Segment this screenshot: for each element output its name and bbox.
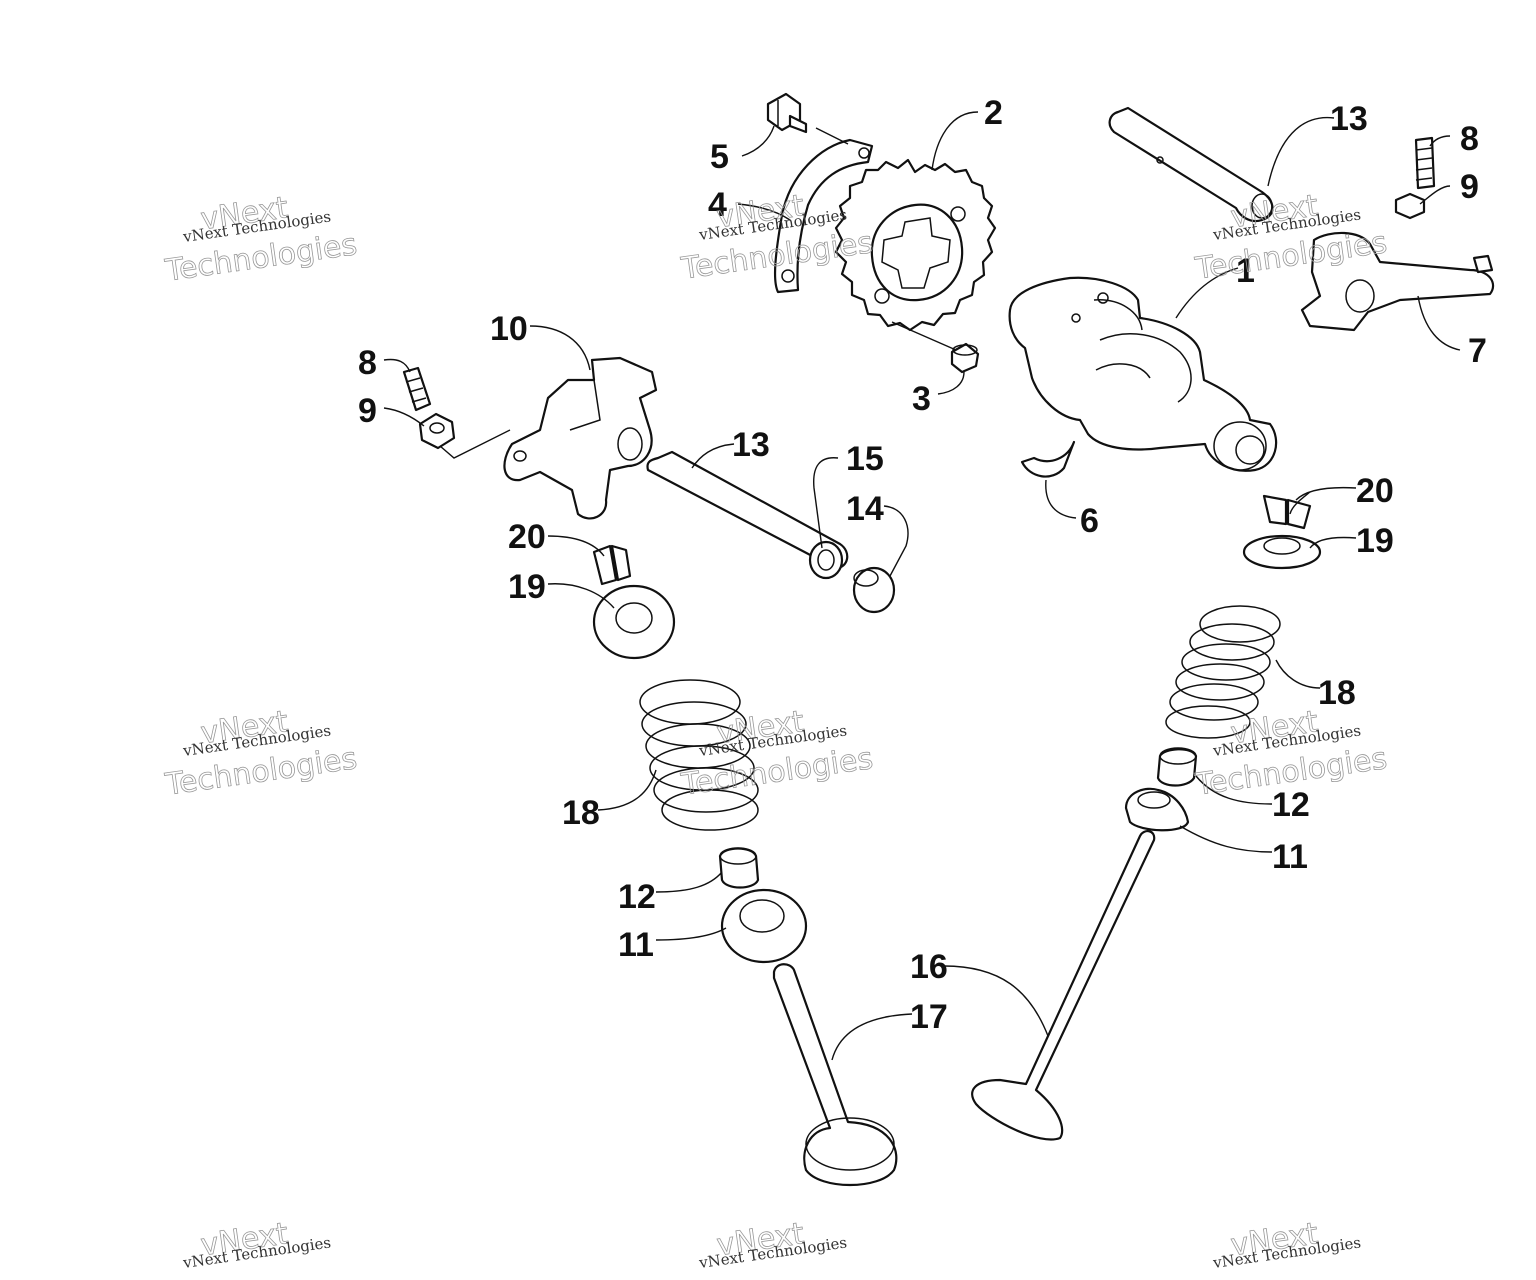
watermark-6: vNext vNext Technologies Technologies [1192,704,1390,803]
part-2-cam-sprocket [834,158,997,332]
callout-8-right: 8 [1460,120,1479,158]
callout-19-left: 19 [508,568,546,606]
part-6-circlip [1020,440,1076,478]
callout-18-right: 18 [1318,674,1356,712]
part-14-plug [852,566,896,614]
callout-3: 3 [912,380,931,418]
callout-5: 5 [710,138,729,176]
callout-9-right: 9 [1460,168,1479,206]
callout-2: 2 [984,94,1003,132]
callout-12-left: 12 [618,878,656,916]
watermarks: vNext vNext Technologies Technologies vN… [162,188,1390,1272]
callout-6: 6 [1080,502,1099,540]
part-11-spring-seat-right [1124,787,1190,832]
part-17-valve-left [772,963,898,1186]
part-8-adjuster-screw-right [1414,136,1436,190]
watermark-9: vNext vNext Technologies [1211,1216,1362,1272]
watermark-5: vNext vNext Technologies Technologies [678,704,876,803]
callout-16: 16 [910,948,948,986]
callout-7: 7 [1468,332,1487,370]
part-19-retainer-right [1242,534,1322,570]
part-4-bracket [773,127,874,294]
part-20-keepers-right [1262,494,1312,530]
callout-13-upper: 13 [1330,100,1368,138]
watermark-1: vNext vNext Technologies Technologies [162,190,360,289]
callout-4: 4 [708,186,727,224]
callout-11-left: 11 [618,926,654,964]
watermark-8: vNext vNext Technologies [697,1216,848,1272]
callout-13-middle: 13 [732,426,770,464]
callout-12-right: 12 [1272,786,1310,824]
part-18-spring-right [1165,605,1281,739]
part-20-keepers-left [592,544,632,586]
callout-8-left: 8 [358,344,377,382]
part-16-valve-right [971,830,1156,1141]
part-12-stem-seal-left [718,847,760,889]
part-11-spring-seat-left [720,888,808,964]
part-8-adjuster-screw-left [402,366,432,412]
callout-14: 14 [846,490,884,528]
callout-20-left: 20 [508,518,546,556]
callout-11-right: 11 [1272,838,1308,876]
part-10-rocker-arm-left [503,356,658,520]
part-1-camshaft [1008,276,1278,472]
callout-15: 15 [846,440,884,478]
part-13-rocker-shaft-upper [1108,106,1274,223]
part-12-stem-seal-right [1156,747,1198,787]
part-5-bolt [766,92,808,134]
callout-19-right: 19 [1356,522,1394,560]
part-9-locknut-left [418,412,511,459]
leader-lines [383,111,1461,1061]
callout-10: 10 [490,310,528,348]
callout-18-left: 18 [562,794,600,832]
part-3-dowel-pin [891,321,980,374]
part-15-o-ring [808,540,844,580]
watermark-7: vNext vNext Technologies [181,1216,332,1272]
part-7-rocker-arm-right [1300,231,1495,332]
part-9-locknut-right [1394,192,1426,220]
callout-17: 17 [910,998,948,1036]
callout-1: 1 [1236,252,1255,290]
part-18-spring-left [639,679,759,831]
callout-labels: 1 2 3 4 5 6 7 8 8 9 9 10 11 11 12 12 13 … [358,94,1487,1036]
watermark-4: vNext vNext Technologies Technologies [162,704,360,803]
callout-20-right: 20 [1356,472,1394,510]
callout-9-left: 9 [358,392,377,430]
part-19-retainer-left [592,584,676,660]
